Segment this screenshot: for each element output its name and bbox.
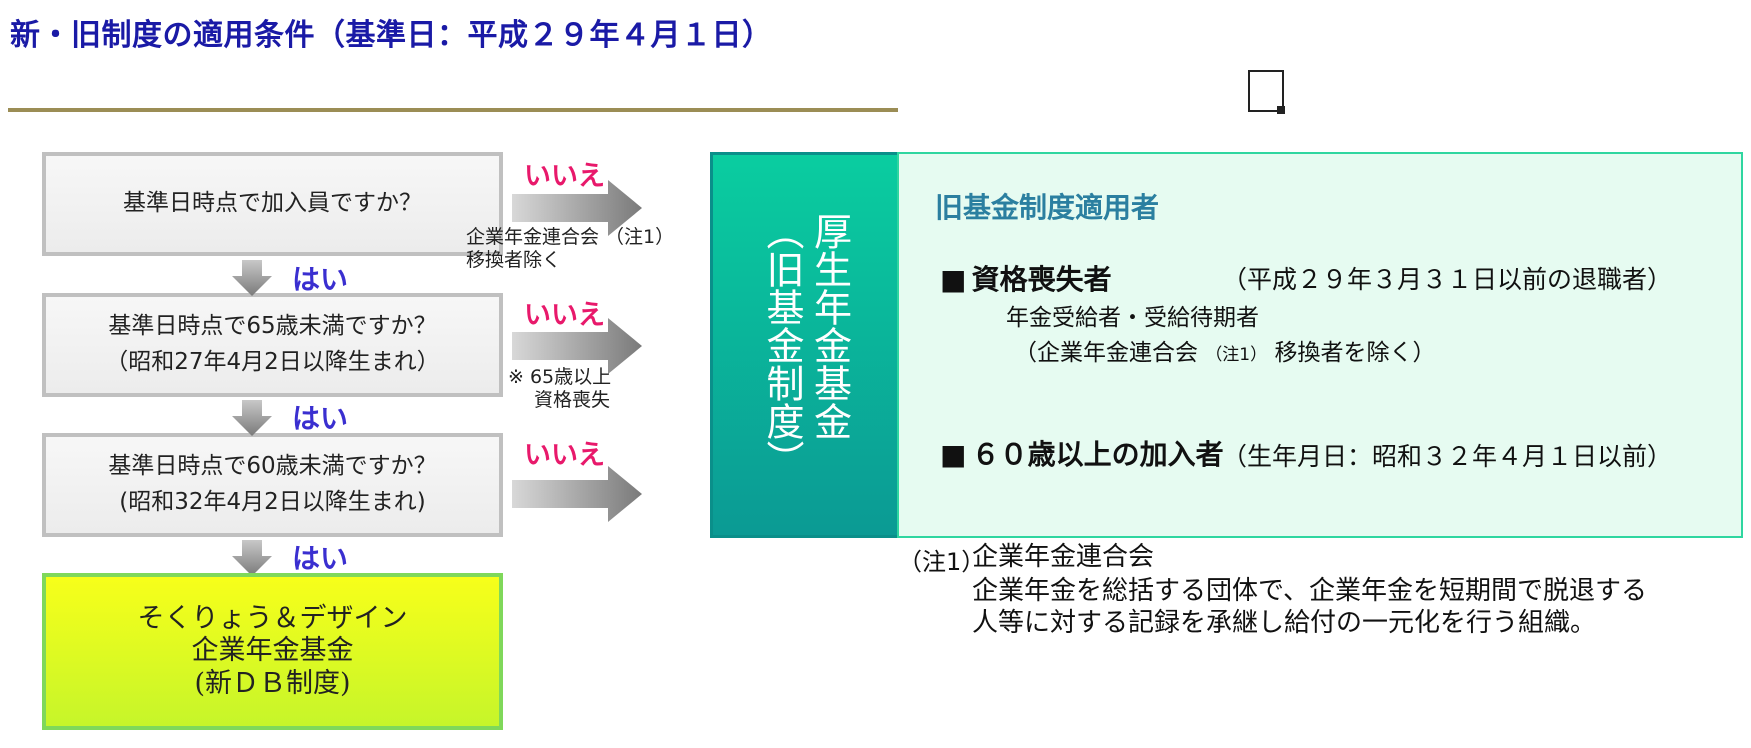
question-box-under-65: 基準日時点で65歳未満ですか？ （昭和27年4月2日以降生まれ） [42, 293, 503, 397]
no-note-line1: 企業年金連合会 （注1） [466, 226, 675, 248]
old-fund-label: 厚生年金基金 （旧基金制度） [758, 212, 853, 478]
title-underline [8, 108, 898, 112]
item2-title: ６０歳以上の加入者 [971, 438, 1224, 471]
question-text: 基準日時点で60歳未満ですか？ [108, 453, 437, 480]
item1-sub2-c: 移換者を除く） [1274, 340, 1436, 366]
no-note-line4: 資格喪失 [534, 389, 611, 411]
footnote-title: 企業年金連合会 [972, 542, 1155, 572]
right-arrow-icon [512, 466, 642, 522]
new-fund-line2: 企業年金基金 [191, 635, 354, 667]
item1-sub2-b: （注1） [1205, 345, 1268, 365]
bullet-icon: ■ [940, 263, 967, 296]
new-fund-box: そくりょう＆デザイン 企業年金基金 (新ＤＢ制度) [42, 573, 503, 730]
no-note-line3: ※ 65歳以上 [508, 366, 612, 388]
item1-note: （平成２９年３月３１日以前の退職者） [1222, 265, 1673, 294]
down-arrow-icon [232, 400, 272, 436]
item2-note: （生年月日：昭和３２年４月１日以前） [1222, 442, 1673, 471]
item1-title: 資格喪失者 [971, 263, 1112, 296]
right-arrow-icon [512, 180, 642, 236]
placeholder-handle [1277, 106, 1285, 114]
new-fund-line1: そくりょう＆デザイン [137, 602, 408, 634]
page-title: 新・旧制度の適用条件（基準日：平成２９年４月１日） [10, 18, 773, 53]
question-box-member: 基準日時点で加入員ですか？ [42, 152, 503, 256]
no-label: いいえ [524, 300, 605, 331]
old-fund-name: 厚生年金基金 [807, 212, 852, 440]
footnote-mark: （注1） [898, 548, 986, 576]
placeholder-box [1248, 70, 1284, 112]
question-subtext: (昭和32年4月2日以降生まれ) [119, 489, 426, 515]
yes-label: はい [292, 402, 349, 435]
right-arrow-icon [512, 318, 642, 374]
panel-heading: 旧基金制度適用者 [935, 191, 1160, 224]
yes-label: はい [292, 542, 349, 575]
old-fund-system: （旧基金制度） [760, 212, 804, 478]
item1-sub2-a: （企業年金連合会 [1014, 340, 1198, 366]
down-arrow-icon [232, 260, 272, 296]
down-arrow-icon [232, 540, 272, 576]
no-note-line2: 移換者除く [466, 249, 562, 271]
yes-label: はい [292, 263, 349, 296]
question-text: 基準日時点で65歳未満ですか？ [108, 313, 437, 340]
footnote-body1: 企業年金を総括する団体で、企業年金を短期間で脱退する [972, 576, 1647, 606]
item1-sub2: （企業年金連合会 （注1） 移換者を除く） [1014, 333, 1435, 367]
old-fund-panel [897, 152, 1743, 538]
bullet-icon: ■ [940, 438, 967, 471]
no-label: いいえ [524, 161, 605, 192]
question-subtext: （昭和27年4月2日以降生まれ） [105, 349, 440, 375]
item2-row: ■ ６０歳以上の加入者 [940, 433, 1224, 473]
item1-row: ■ 資格喪失者 [940, 258, 1112, 298]
footnote-body2: 人等に対する記録を承継し給付の一元化を行う組織。 [972, 608, 1597, 638]
question-text: 基準日時点で加入員ですか？ [123, 190, 422, 217]
question-box-under-60: 基準日時点で60歳未満ですか？ (昭和32年4月2日以降生まれ) [42, 433, 503, 537]
no-label: いいえ [524, 440, 605, 471]
new-fund-line3: (新ＤＢ制度) [194, 667, 351, 699]
old-fund-box: 厚生年金基金 （旧基金制度） [710, 152, 900, 538]
item1-sub1: 年金受給者・受給待期者 [1006, 305, 1259, 331]
